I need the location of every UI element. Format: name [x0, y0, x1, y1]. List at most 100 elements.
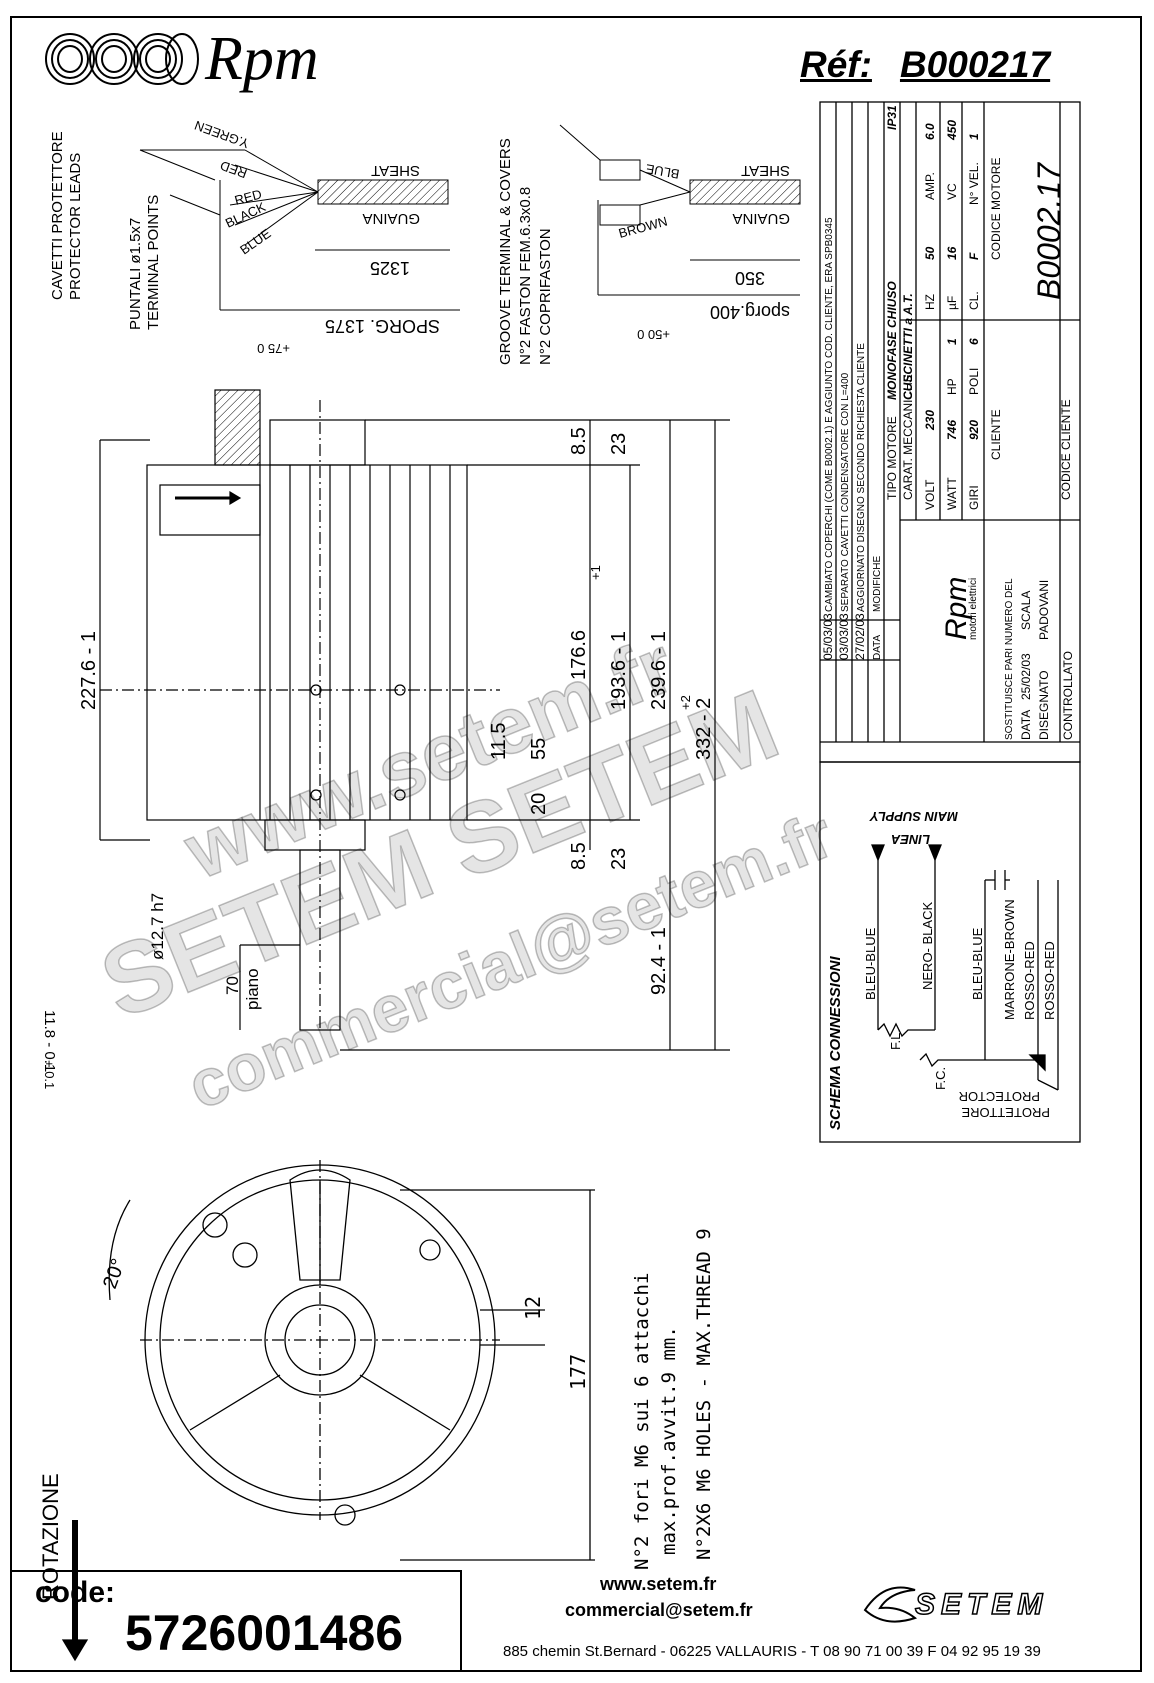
- rev-3-date: 05/03/03: [821, 613, 835, 660]
- tol-plus-332: +2: [678, 695, 693, 710]
- connection-schematic: [819, 761, 1081, 1143]
- dim-55: 55: [528, 738, 550, 760]
- codice-motore-value: B0002.17: [1031, 162, 1067, 300]
- tipo-motore-value: MONOFASE CHIUSO: [885, 281, 899, 400]
- dim-8-5-bottom: 8.5: [568, 842, 590, 870]
- ref-label: Réf:: [800, 44, 872, 85]
- vc-label: VC: [945, 183, 959, 200]
- dim-23-bottom: 23: [608, 848, 630, 870]
- disegnato-label: DISEGNATO: [1037, 670, 1051, 740]
- dim-12: 12: [521, 1296, 545, 1320]
- len-inner-right: 350: [735, 268, 765, 288]
- dim-key: 11.8 - 0.1: [41, 1010, 58, 1072]
- volt-label: VOLT: [923, 479, 937, 510]
- wire-label-red-2: RED: [233, 186, 263, 208]
- code-box: [12, 1570, 462, 1670]
- main-supply-label: MAIN SUPPLY: [869, 809, 958, 824]
- wire-marrone: MARRONE-BROWN: [1002, 899, 1017, 1020]
- title-block-brand: Rpm: [940, 577, 973, 640]
- volt-value: 230: [923, 410, 937, 431]
- hz-value: 50: [923, 246, 937, 260]
- codice-cliente-label: CODICE CLIENTE: [1059, 399, 1073, 500]
- schema-title: SCHEMA CONNESSIONI: [827, 956, 844, 1130]
- fl-label: F.L.: [888, 1029, 903, 1050]
- wire-label-blue: BLUE: [237, 226, 274, 258]
- groove-terminal-diagram: [559, 124, 801, 296]
- wire-label-red-1: RED: [218, 158, 249, 181]
- motor-rear-view: [61, 1160, 595, 1662]
- dim-23-top: 23: [608, 433, 630, 455]
- dim-92-4: 92.4 - 1: [648, 927, 670, 995]
- dim-177: 177: [566, 1354, 590, 1390]
- tol-outer-left: +75 0: [257, 341, 290, 356]
- hp-label: HP: [945, 378, 959, 395]
- footer-email: commercial@setem.fr: [565, 1600, 753, 1620]
- wire-nero: NERO- BLACK: [920, 902, 935, 990]
- tol-plus-193: +1: [588, 565, 603, 580]
- uf-value: 16: [945, 246, 959, 260]
- giri-label: GIRI: [967, 485, 981, 510]
- wire-label-blue-r: BLUE: [644, 161, 680, 182]
- drawing-frame: [10, 16, 1142, 1672]
- cl-label: CL.: [967, 291, 981, 310]
- protettore-label: PROTETTORE: [961, 1105, 1050, 1120]
- vel-label: N° VEL.: [967, 162, 981, 205]
- sheat-label-left: SHEAT: [371, 162, 420, 179]
- rev-2-date: 03/03/03: [837, 613, 851, 660]
- vc-value: 450: [945, 120, 959, 141]
- len-outer-right: sporg.400: [710, 302, 790, 322]
- protector-leads-en: PROTECTOR LEADS: [67, 153, 84, 300]
- codice-motore-label: CODICE MOTORE: [989, 158, 1003, 260]
- wire-rosso-2: ROSSO-RED: [1042, 941, 1057, 1020]
- carat-value: CUSCINETTI a A.T.: [901, 293, 915, 400]
- watermark: www.setem.fr SETEM SETEM commercial@sete…: [86, 619, 844, 1124]
- dim-8-5-top: 8.5: [568, 427, 590, 455]
- dim-239-6: 239.6 - 1: [648, 631, 670, 710]
- scala-label: SCALA: [1019, 591, 1033, 630]
- watt-value: 746: [945, 420, 959, 440]
- setem-logo-text: SETEM: [914, 1587, 1049, 1622]
- watt-label: WATT: [945, 477, 959, 510]
- wire-label-ygreen: Y.GREEN: [192, 118, 251, 152]
- sostituisce-label: SOSTITUISCE PARI NUMERO DEL: [1004, 578, 1015, 740]
- holes-note-3: N°2X6 M6 HOLES - MAX.THREAD 9: [693, 1228, 715, 1560]
- groove-line-2: N°2 FASTON FEM.6.3x0.8: [517, 187, 534, 365]
- dim-176-6: 176.6: [568, 630, 590, 680]
- sheat-label-right: SHEAT: [741, 162, 790, 179]
- brand-name: Rpm: [205, 25, 319, 93]
- rotation-label: ROTAZIONE: [38, 1473, 63, 1600]
- groove-line-1: GROOVE TERMINAL & COVERS: [497, 138, 514, 365]
- dim-key-tol: + 0.1: [42, 1060, 57, 1089]
- angle-20: 20°: [99, 1256, 130, 1292]
- code-label: code:: [35, 1576, 116, 1609]
- uf-label: µF: [945, 296, 959, 310]
- protector-leads-diagram: [139, 149, 460, 311]
- footer-website: www.setem.fr: [600, 1574, 717, 1594]
- rev-3-text: CAMBIATO COPERCHI (COME B0002.1) E AGGIU…: [824, 217, 835, 612]
- tipo-motore-label: TIPO MOTORE: [885, 416, 899, 500]
- dim-227-6: 227.6 - 1: [78, 631, 100, 710]
- terminal-points-en: TERMINAL POINTS: [145, 195, 162, 330]
- cliente-label: CLIENTE: [989, 409, 1003, 460]
- rpm-coil-logo: [45, 33, 199, 85]
- disegnato-value: PADOVANI: [1037, 580, 1051, 640]
- vel-value: 1: [967, 133, 981, 140]
- poli-label: POLI: [967, 368, 981, 395]
- protector-label: PROTECTOR: [959, 1089, 1040, 1104]
- guaina-label-right: GUAINA: [732, 210, 790, 227]
- len-outer-left: SPORG. 1375: [325, 316, 440, 336]
- terminal-points-it: PUNTALI ø1.5x7: [127, 218, 144, 330]
- wire-bleu-2: BLEU-BLUE: [970, 927, 985, 1000]
- rev-header-date: DATA: [872, 634, 883, 660]
- len-inner-left: 1325: [370, 258, 410, 278]
- data-label: DATA: [1019, 710, 1033, 740]
- title-block-logo-sub: motori elettrici: [968, 578, 979, 640]
- ref-value: B000217: [899, 44, 1051, 85]
- poli-value: 6: [967, 338, 981, 345]
- dim-11-5: 11.5: [488, 723, 510, 760]
- reference: Réf: B000217: [800, 44, 1050, 86]
- linea-label: LINEA: [891, 832, 930, 847]
- footer-address: 885 chemin St.Bernard - 06225 VALLAURIS …: [503, 1643, 1041, 1660]
- dim-20: 20: [528, 793, 550, 815]
